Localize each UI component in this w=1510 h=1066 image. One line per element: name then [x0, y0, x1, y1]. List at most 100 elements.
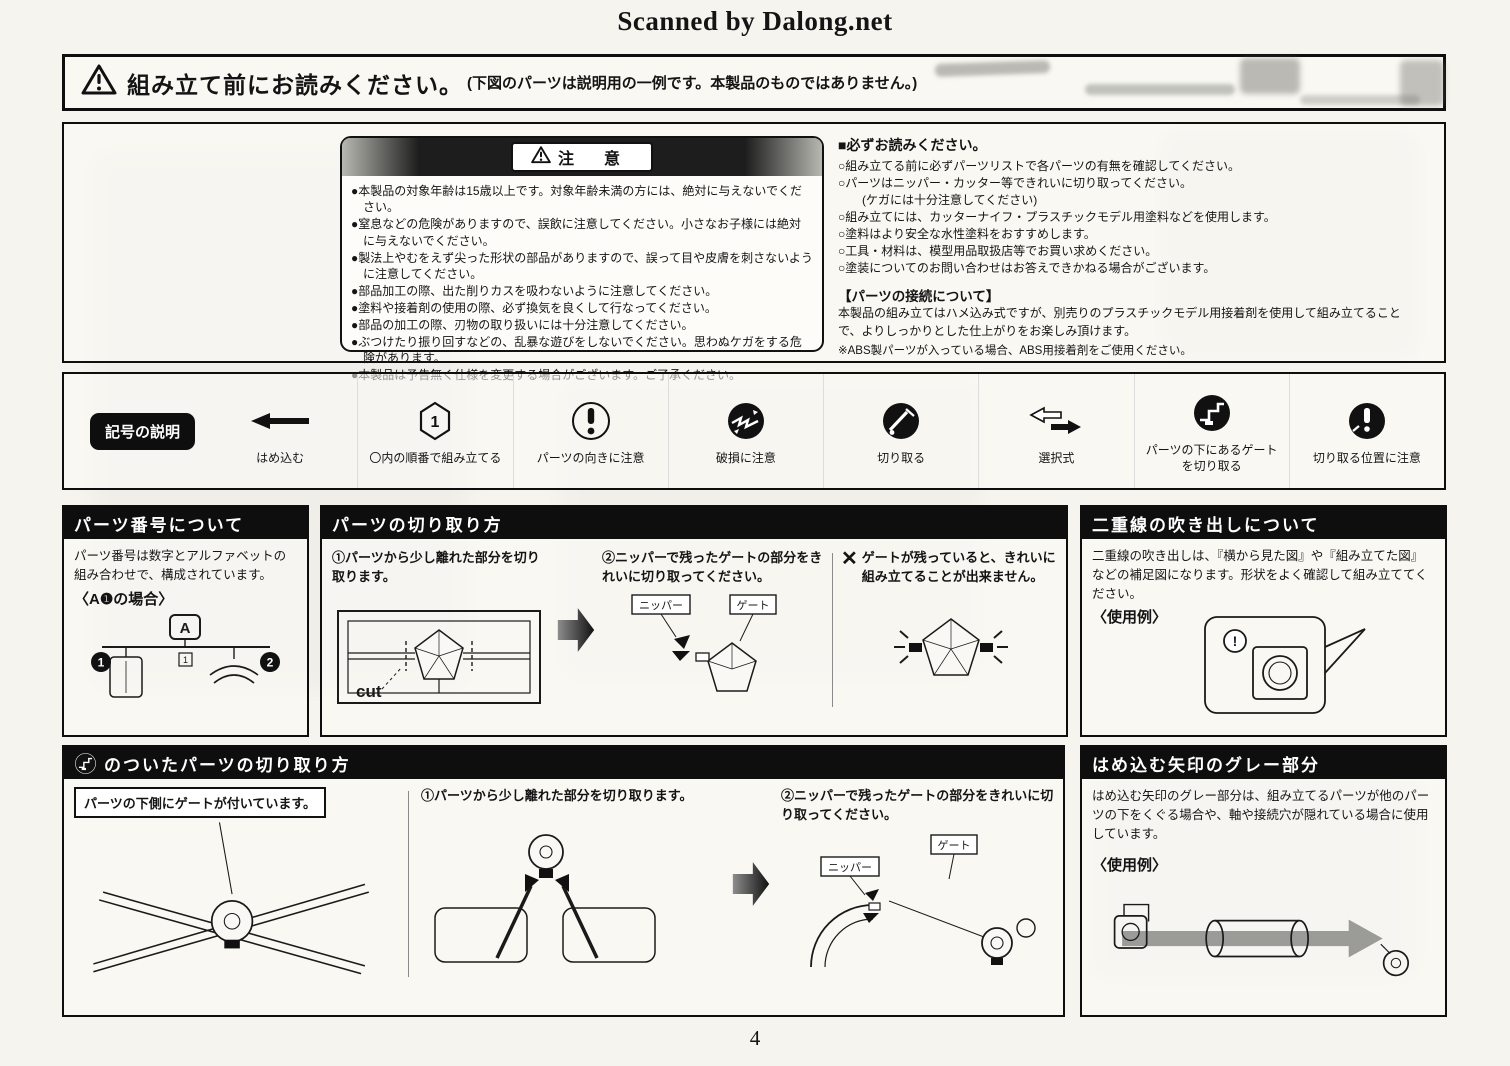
svg-text:1: 1	[431, 414, 440, 431]
panel-part-numbers: パーツ番号について パーツ番号は数字とアルファベットの組み合わせで、構成されてい…	[62, 505, 309, 737]
gate-under-sprue-diagram	[93, 822, 370, 975]
panel-gray-arrow: はめ込む矢印のグレー部分 はめ込む矢印のグレー部分は、組み立てるパーツが他のパー…	[1080, 745, 1447, 1017]
symbol-label: 〇内の順番で組み立てる	[369, 450, 502, 465]
symbol-cut: 切り取る	[823, 374, 978, 488]
must-read-section: ■必ずお読みください。 ○組み立てる前に必ずパーツリストで各パーツの有無を確認し…	[838, 135, 1438, 358]
hexagon-order-icon: 1	[418, 396, 452, 446]
part-number-example-label: 〈A❶の場合〉	[74, 590, 174, 608]
page-number: 4	[749, 1026, 761, 1050]
read-first-box: 組み立て前にお読みください。 (下図のパーツは説明用の一例です。本製品のものでは…	[62, 54, 1446, 111]
part-number-diagram: A 1 1 2	[91, 614, 280, 698]
panel-gray-arrow-body: はめ込む矢印のグレー部分は、組み立てるパーツが他のパーツの下をくぐる場合や、軸や…	[1092, 789, 1430, 841]
caution-item: ●塗料や接着剤の使用の際、必ず換気を良くして行なってください。	[351, 301, 717, 316]
caution-item: ●本製品の対象年齢は15歳以上です。対象年齢未満の方には、絶対に与えないでくださ…	[351, 184, 803, 215]
symbol-gate-under: パーツの下にあるゲートを切り取る	[1133, 374, 1289, 488]
must-read-item: ○塗装についてのお問い合わせはお答えできかねる場合がございます。	[838, 261, 1216, 276]
symbol-selectable: 選択式	[978, 374, 1133, 488]
svg-text:ゲート: ゲート	[737, 599, 770, 612]
caution-box: 注 意 ●本製品の対象年齢は15歳以上です。対象年齢未満の方には、絶対に与えない…	[340, 136, 824, 382]
panel-gray-arrow-title: はめ込む矢印のグレー部分	[1082, 747, 1445, 779]
notes-box: 注 意 ●本製品の対象年齢は15歳以上です。対象年齢未満の方には、絶対に与えない…	[62, 122, 1446, 382]
gate-under-intro: パーツの下側にゲートが付いています。	[74, 787, 396, 981]
step-arrow-icon	[557, 608, 595, 652]
panel-gate-under-title: のついたパーツの切り取り方	[104, 755, 351, 775]
must-read-item: ○塗料はより安全な水性塗料をおすすめします。	[838, 227, 1096, 242]
symbol-label: 切り取る位置に注意	[1312, 450, 1421, 465]
double-line-diagram: !	[1204, 616, 1366, 715]
step-arrow-icon	[732, 862, 770, 906]
double-line-usage-label: 〈使用例〉	[1092, 609, 1168, 627]
read-first-title: 組み立て前にお読みください。	[127, 71, 463, 98]
gate-under-step2: ②ニッパーで残ったゲートの部分をきれいに切り取ってください。 ゲート ニッパー	[781, 787, 1055, 981]
panel-double-line: 二重線の吹き出しについて 二重線の吹き出しは、『横から見た図』や『組み立てた図』…	[1080, 505, 1447, 737]
panel-cutting-title: パーツの切り取り方	[322, 507, 1066, 539]
parts-connection-note: ※ABS製パーツが入っている場合、ABS用接着剤をご使用ください。	[838, 345, 1192, 357]
gate-under-step1: ①パーツから少し離れた部分を切り取ります。	[421, 787, 721, 981]
breakage-caution-icon	[725, 396, 767, 446]
must-read-item: ○工具・材料は、模型用品取扱店等でお買い求めください。	[838, 244, 1158, 259]
cutting-bad-example: ✕ ゲートが残っていると、きれいに組み立てることが出来ません。	[841, 549, 1060, 711]
must-read-item: ○組み立てる前に必ずパーツリストで各パーツの有無を確認してください。	[838, 159, 1241, 173]
must-read-item: (ケガには十分注意してください)	[862, 193, 1038, 208]
must-read-item: ○組み立てには、カッターナイフ・プラスチックモデル用塗料などを使用します。	[838, 210, 1276, 225]
symbol-order: 1 〇内の順番で組み立てる	[357, 374, 512, 488]
parts-connection-title: 【パーツの接続について】	[838, 289, 1000, 305]
gray-arrow-diagram	[1113, 903, 1410, 976]
cutting-step2: ②ニッパーで残ったゲートの部分をきれいに切り取ってください。 ニッパー ゲート	[602, 549, 824, 711]
symbol-fit: はめ込む	[203, 374, 357, 488]
svg-text:cut: cut	[356, 682, 382, 701]
symbol-legend: 記号の説明 はめ込む 1 〇内の順番で組み立てる パーツの向きに注意	[62, 372, 1446, 490]
symbol-label: パーツの下にあるゲートを切り取る	[1145, 442, 1278, 473]
x-mark-icon: ✕	[841, 548, 858, 570]
symbol-cut-position: 切り取る位置に注意	[1288, 374, 1444, 488]
cutting-step1: ①パーツから少し離れた部分を切り取ります。 cut	[332, 549, 550, 711]
svg-text:1: 1	[183, 655, 188, 665]
symbol-orientation: パーツの向きに注意	[512, 374, 668, 488]
divider	[832, 553, 833, 707]
svg-text:ゲート: ゲート	[938, 839, 971, 852]
symbol-label: 選択式	[1038, 450, 1075, 465]
panel-cutting: パーツの切り取り方 ①パーツから少し離れた部分を切り取ります。 cut	[320, 505, 1068, 737]
caution-item: ●窒息などの危険がありますので、誤飲に注意してください。小さなお子様には絶対に与…	[351, 217, 802, 248]
svg-text:ニッパー: ニッパー	[828, 861, 872, 874]
cutting-step1-diagram: cut	[337, 609, 541, 704]
warning-triangle-icon	[81, 64, 117, 101]
divider	[408, 791, 409, 977]
svg-text:1: 1	[98, 656, 105, 670]
svg-text:A: A	[180, 620, 191, 637]
symbol-label: パーツの向きに注意	[536, 450, 645, 465]
gray-arrow-usage-label: 〈使用例〉	[1092, 857, 1168, 874]
caution-item: ●製法上やむをえず尖った形状の部品がありますので、誤って目や皮膚を刺さないように…	[351, 250, 813, 282]
svg-text:!: !	[1233, 633, 1238, 649]
caution-triangle-icon	[531, 145, 551, 169]
part-orientation-icon	[570, 396, 612, 446]
selectable-arrows-icon	[1029, 396, 1083, 446]
panel-double-line-title: 二重線の吹き出しについて	[1082, 507, 1445, 539]
caution-title: 注 意	[557, 151, 627, 168]
symbol-breakage: 破損に注意	[667, 374, 823, 488]
gate-under-step2-diagram: ゲート ニッパー	[810, 833, 1036, 967]
gate-under-part-icon	[74, 752, 97, 775]
caution-header: 注 意	[342, 138, 822, 176]
symbol-label: はめ込む	[256, 450, 305, 465]
caution-item-list: ●本製品の対象年齢は15歳以上です。対象年齢未満の方には、絶対に与えないでくださ…	[342, 176, 822, 384]
fit-arrow-icon	[249, 396, 311, 446]
caution-item: ●ぶつけたり振り回すなどの、乱暴な遊びをしないでください。思わぬケガをする危険が…	[351, 334, 802, 366]
cutting-bad-diagram	[893, 617, 1008, 676]
panel-gate-under: のついたパーツの切り取り方 パーツの下側にゲートが付いています。 ①パーツから少…	[62, 745, 1065, 1017]
parts-connection-body: 本製品の組み立てはハメ込み式ですが、別売りのプラスチックモデル用接着剤を使用して…	[838, 306, 1401, 338]
cut-off-icon	[880, 396, 922, 446]
cutting-step2-diagram: ニッパー ゲート	[631, 593, 777, 692]
panel-part-numbers-body: パーツ番号は数字とアルファベットの組み合わせで、構成されています。	[74, 549, 287, 582]
must-read-item: ○パーツはニッパー・カッター等できれいに切り取ってください。	[838, 176, 1193, 191]
gate-under-step1-diagram	[434, 833, 656, 963]
svg-text:2: 2	[267, 656, 274, 670]
must-read-title: ■必ずお読みください。	[838, 137, 987, 153]
symbol-legend-badge: 記号の説明	[90, 412, 196, 450]
panel-part-numbers-title: パーツ番号について	[64, 507, 307, 539]
gate-under-callout: パーツの下側にゲートが付いています。	[74, 787, 327, 818]
cut-position-icon	[1346, 396, 1388, 446]
caution-item: ●部品の加工の際、刃物の取り扱いには十分注意してください。	[351, 318, 694, 332]
caution-item: ●部品加工の際、出た削りカスを吸わないように注意してください。	[351, 284, 718, 299]
symbol-label: 切り取る	[877, 450, 926, 465]
